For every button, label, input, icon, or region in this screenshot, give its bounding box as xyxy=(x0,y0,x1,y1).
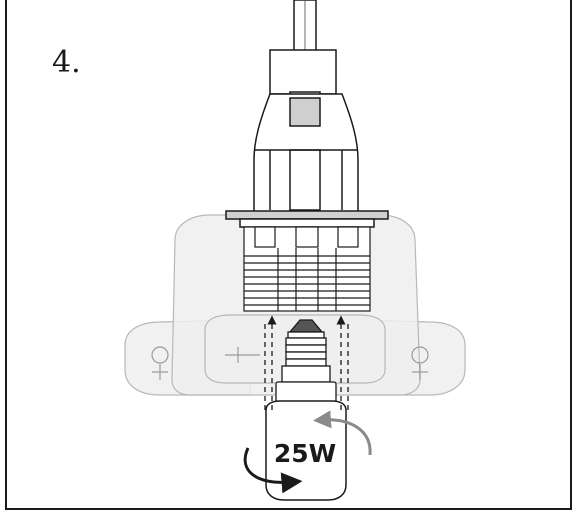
bulb-threaded-base xyxy=(275,319,337,405)
alignment-guide-left xyxy=(264,315,277,410)
cord-strain-relief xyxy=(269,49,337,99)
rotation-arrow-gray-icon xyxy=(313,410,372,456)
socket-housing xyxy=(253,93,359,213)
bracket-screw-left xyxy=(151,346,169,380)
threaded-socket-barrel xyxy=(243,226,371,312)
bulb-wattage-label: 25W xyxy=(274,439,336,468)
power-cord xyxy=(293,0,317,53)
rotation-arrow-black-icon xyxy=(243,447,303,494)
mounting-flange xyxy=(225,210,389,228)
bracket-screw-center xyxy=(225,347,260,363)
step-number: 4. xyxy=(52,45,81,80)
bracket-screw-right xyxy=(411,346,429,380)
alignment-guide-right xyxy=(336,315,349,410)
